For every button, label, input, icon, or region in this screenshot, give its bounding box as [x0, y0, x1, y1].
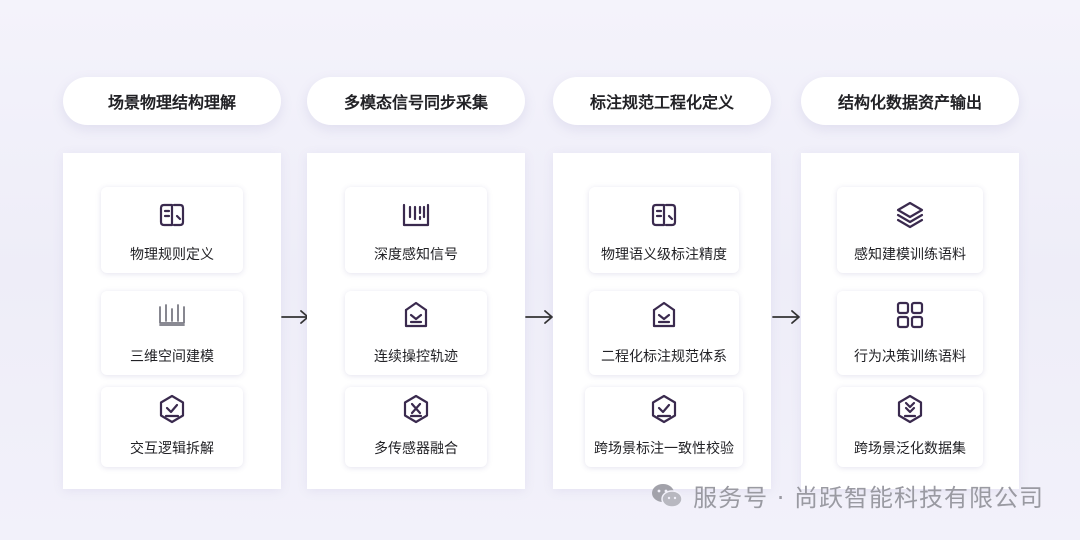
grid-icon — [894, 299, 926, 331]
stage-title-2: 多模态信号同步采集 — [307, 77, 525, 125]
item-label: 三维空间建模 — [130, 349, 214, 365]
panel-book-icon — [156, 199, 188, 231]
book-columns-icon — [156, 299, 188, 331]
item-label: 深度感知信号 — [374, 247, 458, 263]
hexagon-check-icon — [156, 393, 188, 425]
item-label: 交互逻辑拆解 — [130, 441, 214, 457]
stage-4-item-3: 跨场景泛化数据集 — [837, 387, 983, 467]
stage-title-4: 结构化数据资产输出 — [801, 77, 1019, 125]
item-label: 感知建模训练语料 — [854, 247, 966, 263]
item-label: 物理规则定义 — [130, 247, 214, 263]
watermark: 服务号 · 尚跃智能科技有限公司 — [651, 478, 1044, 513]
stage-1-item-3: 交互逻辑拆解 — [101, 387, 243, 467]
stage-3-item-3: 跨场景标注一致性校验 — [585, 387, 743, 467]
item-label: 物理语义级标注精度 — [601, 247, 727, 263]
stage-1-item-1: 物理规则定义 — [101, 187, 243, 273]
item-label: 连续操控轨迹 — [374, 349, 458, 365]
tray-box-icon — [400, 299, 432, 331]
stage-3-item-2: 二程化标注规范体系 — [589, 291, 739, 375]
chat-bubbles-icon — [652, 483, 683, 508]
stage-4-item-1: 感知建模训练语料 — [837, 187, 983, 273]
stage-2-item-2: 连续操控轨迹 — [345, 291, 487, 375]
hexagon-check-icon — [648, 393, 680, 425]
stage-1-item-2: 三维空间建模 — [101, 291, 243, 375]
item-label: 二程化标注规范体系 — [601, 349, 727, 365]
barcode-scan-icon — [400, 199, 432, 231]
item-label: 跨场景标注一致性校验 — [594, 441, 734, 457]
item-label: 多传感器融合 — [374, 441, 458, 457]
stage-column-4: 感知建模训练语料 行为决策训练语料 跨场景泛化数据集 — [801, 153, 1019, 489]
arrow-right-icon — [525, 310, 553, 324]
stage-3-item-1: 物理语义级标注精度 — [589, 187, 739, 273]
stage-4-item-2: 行为决策训练语料 — [837, 291, 983, 375]
stage-2-item-1: 深度感知信号 — [345, 187, 487, 273]
watermark-text: 服务号 · 尚跃智能科技有限公司 — [693, 484, 1044, 512]
layers-icon — [894, 199, 926, 231]
stage-title-1: 场景物理结构理解 — [63, 77, 281, 125]
panel-book-icon — [648, 199, 680, 231]
stage-column-1: 物理规则定义 三维空间建模 交互逻辑拆解 — [63, 153, 281, 489]
stage-title-3: 标注规范工程化定义 — [553, 77, 771, 125]
stage-column-3: 物理语义级标注精度 二程化标注规范体系 跨场景标注一致性校验 — [553, 153, 771, 489]
item-label: 行为决策训练语料 — [854, 349, 966, 365]
item-label: 跨场景泛化数据集 — [854, 441, 966, 457]
stage-2-item-3: 多传感器融合 — [345, 387, 487, 467]
arrow-right-icon — [772, 310, 800, 324]
tray-box-icon — [648, 299, 680, 331]
stage-column-2: 深度感知信号 连续操控轨迹 多传感器融合 — [307, 153, 525, 489]
hexagon-x-icon — [400, 393, 432, 425]
hexagon-chevrons-icon — [894, 393, 926, 425]
